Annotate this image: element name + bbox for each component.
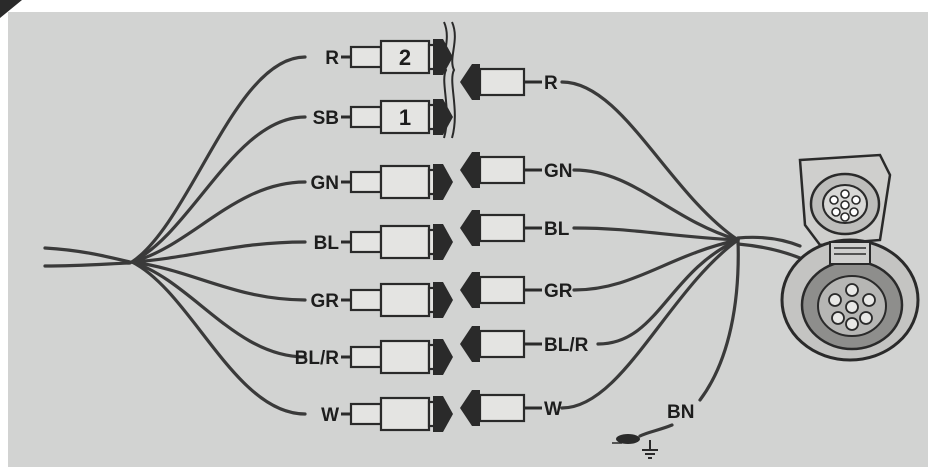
- left-connector-sleeve: [349, 288, 383, 312]
- right-connector-body: [478, 275, 526, 305]
- right-wires: R GN BL GR BL/R W: [460, 64, 740, 426]
- left-connector-sleeve: [349, 402, 383, 426]
- left-wire-line: [130, 180, 307, 264]
- right-connector-arrow: [460, 390, 480, 426]
- left-connector-body: [379, 224, 431, 260]
- left-connector-number: 2: [399, 45, 411, 70]
- left-wire-line: [130, 260, 307, 302]
- left-wire-label: SB: [313, 108, 339, 129]
- right-wire-label: W: [544, 399, 562, 420]
- left-connector-body: [379, 396, 431, 432]
- left-wire-label: BL/R: [295, 348, 340, 369]
- right-wire: GR: [460, 238, 740, 308]
- right-wire-line: [560, 80, 740, 242]
- right-connector-arrow: [460, 272, 480, 308]
- right-connector-body: [478, 67, 526, 97]
- left-wire: GR: [130, 260, 453, 318]
- ground-wire-label: BN: [667, 402, 694, 423]
- right-wire: GN: [460, 152, 740, 242]
- socket-cable: [736, 235, 802, 260]
- left-connector-sleeve: [349, 345, 383, 369]
- right-wire-line: [596, 238, 740, 346]
- left-wire-label: GR: [311, 291, 340, 312]
- left-wire-label: W: [321, 405, 339, 426]
- left-connector-sleeve: [349, 170, 383, 194]
- left-connector-body: [379, 339, 431, 375]
- right-wire: W: [460, 238, 740, 426]
- left-connector-sleeve: [349, 105, 383, 129]
- left-connector-body: [379, 282, 431, 318]
- left-wire-label: R: [325, 48, 339, 69]
- left-connector-sleeve: [349, 230, 383, 254]
- left-connector-arrow: [433, 39, 453, 75]
- right-wire-label: GN: [544, 161, 573, 182]
- left-wire: SB 1: [130, 99, 453, 264]
- left-wire: BL: [130, 224, 453, 264]
- right-wire: R: [460, 64, 740, 242]
- left-wire-label: GN: [311, 173, 340, 194]
- left-connector-arrow: [433, 99, 453, 135]
- right-connector-body: [478, 213, 526, 243]
- right-connector-arrow: [460, 326, 480, 362]
- right-connector-arrow: [460, 210, 480, 246]
- left-wire: BL/R: [130, 260, 453, 375]
- right-wire-line: [560, 238, 740, 410]
- left-wire-line: [130, 260, 307, 359]
- corner-mark: [0, 0, 22, 18]
- left-connector-sleeve: [349, 45, 383, 69]
- right-connector-arrow: [460, 152, 480, 188]
- left-wire: GN: [130, 164, 453, 264]
- left-wire-label: BL: [314, 233, 340, 254]
- right-wire-label: BL: [544, 219, 570, 240]
- left-main-cable: [43, 246, 132, 268]
- right-wire-line: [572, 238, 740, 292]
- right-connector-body: [478, 393, 526, 423]
- left-connector-arrow: [433, 224, 453, 260]
- left-connector-arrow: [433, 164, 453, 200]
- spare-bracket: [443, 21, 456, 139]
- right-connector-body: [478, 329, 526, 359]
- right-wire-label: BL/R: [544, 335, 589, 356]
- ground-wire: BN: [638, 238, 740, 438]
- left-connector-arrow: [433, 339, 453, 375]
- ground-icon: [612, 434, 658, 459]
- left-connector-arrow: [433, 282, 453, 318]
- left-connector-arrow: [433, 396, 453, 432]
- right-connector-arrow: [460, 64, 480, 100]
- right-wire-line: [572, 226, 740, 242]
- left-wire-line: [130, 240, 307, 264]
- right-wire: BL: [460, 210, 740, 246]
- seven-pin-socket-icon: [780, 153, 920, 362]
- right-wire-label: GR: [544, 281, 573, 302]
- right-wire-line: [572, 168, 740, 242]
- left-connector-body: [379, 164, 431, 200]
- right-wire-label: R: [544, 73, 558, 94]
- right-connector-body: [478, 155, 526, 185]
- left-connector-number: 1: [399, 105, 411, 130]
- left-wire-line: [130, 115, 307, 264]
- right-wire: BL/R: [460, 238, 740, 362]
- left-wire-line: [130, 55, 307, 264]
- left-wire: W: [130, 260, 453, 432]
- left-wire-line: [130, 260, 307, 416]
